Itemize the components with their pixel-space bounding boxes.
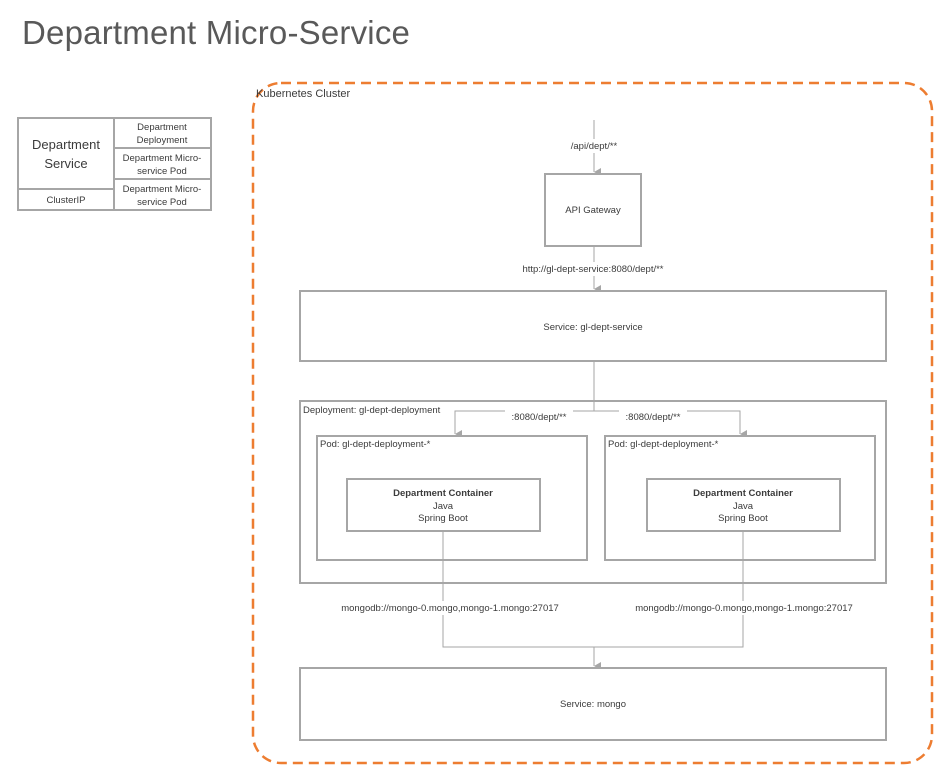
left-pod-path-label-bg: [505, 410, 573, 423]
deployment-label: Deployment: gl-dept-deployment: [303, 405, 441, 416]
right-container-box: [646, 478, 841, 532]
left-mongo-label: mongodb://mongo-0.mongo,mongo-1.mongo:27…: [341, 603, 559, 614]
mongo-service-label: Service: mongo: [560, 699, 626, 710]
legend-deployment-label: Department: [137, 122, 187, 133]
legend-pod-label: service Pod: [137, 197, 187, 208]
legend-pod-label: Department Micro-: [123, 153, 202, 164]
api-gateway-box: [544, 173, 642, 247]
left-mongo-label-bg: [333, 601, 567, 615]
left-container-lang: Java: [433, 501, 454, 512]
gateway-url-label-bg: [512, 262, 674, 276]
legend-pod-label: service Pod: [137, 166, 187, 177]
api-gateway-label: API Gateway: [565, 205, 621, 216]
right-container-to-mongo-line: [594, 531, 744, 648]
page-title: Department Micro-Service: [22, 14, 411, 51]
legend-service-label: Service: [44, 156, 87, 171]
kubernetes-cluster: [251, 81, 934, 765]
dept-service-label: Service: gl-dept-service: [543, 322, 642, 333]
legend: Department Service Department Deployment…: [17, 117, 212, 211]
right-pod-path-label: :8080/dept/**: [626, 412, 681, 423]
dept-service-box: [299, 290, 887, 362]
left-pod-label: Pod: gl-dept-deployment-*: [320, 439, 431, 450]
right-pod-label: Pod: gl-dept-deployment-*: [608, 439, 719, 450]
right-container-title: Department Container: [693, 488, 793, 499]
cluster-label: Kubernetes Cluster: [256, 88, 350, 100]
right-mongo-label: mongodb://mongo-0.mongo,mongo-1.mongo:27…: [635, 603, 853, 614]
gateway-url-label: http://gl-dept-service:8080/dept/**: [522, 264, 663, 275]
left-container-title: Department Container: [393, 488, 493, 499]
legend-service-label: Department: [32, 137, 100, 152]
right-container-framework: Spring Boot: [718, 513, 768, 524]
legend-deployment-label: Deployment: [137, 135, 188, 146]
left-pod-path-label: :8080/dept/**: [512, 412, 567, 423]
left-container-framework: Spring Boot: [418, 513, 468, 524]
left-container-box: [346, 478, 541, 532]
api-path-label-bg: [560, 139, 628, 153]
api-path-label: /api/dept/**: [571, 141, 618, 152]
legend-pod-label: Department Micro-: [123, 184, 202, 195]
mongo-service-box: [299, 667, 887, 741]
right-container-lang: Java: [733, 501, 754, 512]
right-mongo-label-bg: [627, 601, 861, 615]
legend-clusterip-label: ClusterIP: [46, 195, 85, 206]
left-container-to-mongo-line: [442, 531, 594, 648]
right-pod-path-label-bg: [619, 410, 687, 423]
